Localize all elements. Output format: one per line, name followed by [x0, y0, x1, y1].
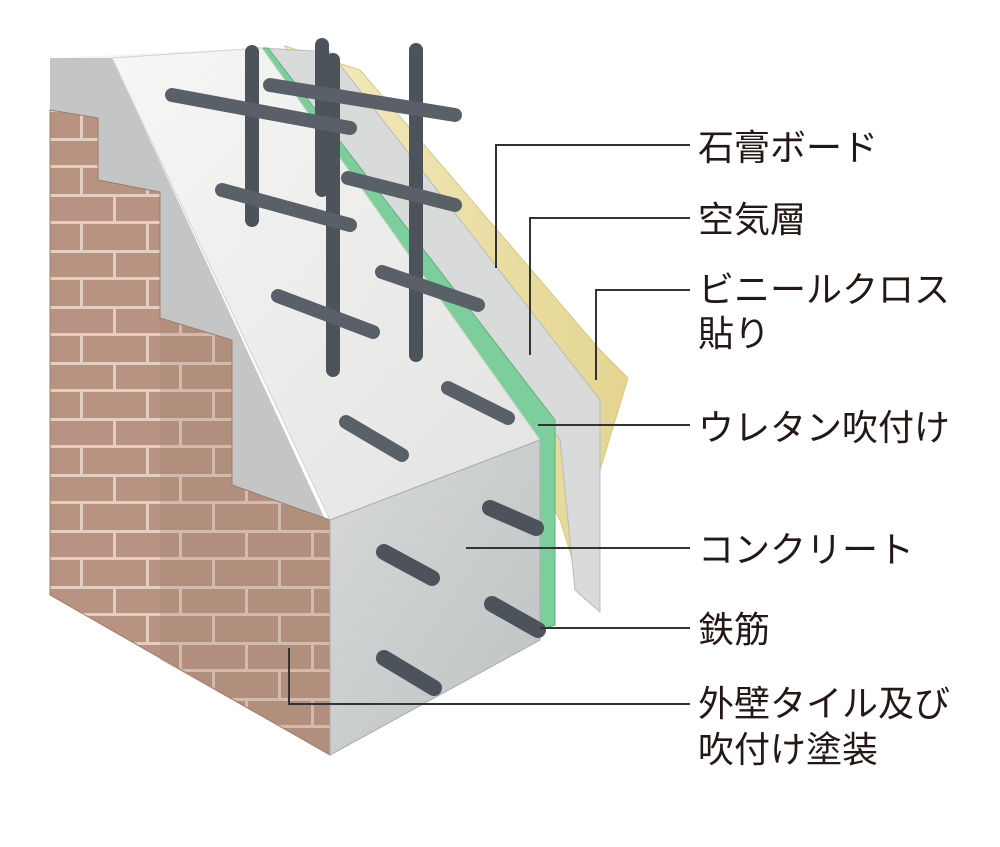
- rebar-section-2: [376, 544, 440, 586]
- gypsum-board-layer: [260, 47, 601, 614]
- rebar-section-3: [484, 596, 546, 638]
- rebar-section-1: [482, 500, 544, 536]
- label-gypsum-board: 石膏ボード: [698, 128, 878, 169]
- rebar-horizontal-2: [263, 78, 462, 122]
- label-air-layer: 空気層: [698, 200, 806, 241]
- rebar-section-4: [376, 650, 442, 696]
- rebar-sections: [376, 500, 546, 696]
- rebar-horizontal-4: [341, 171, 462, 212]
- rebar-horizontal-7: [339, 415, 409, 462]
- leader-gypsum-board: [495, 144, 690, 268]
- label-exterior-line1: 外壁タイル及び: [698, 684, 950, 725]
- rebar-horizontal-1: [165, 88, 357, 135]
- leader-air-layer: [529, 217, 690, 355]
- label-exterior-line2: 吹付け塗装: [698, 730, 878, 771]
- rebar-grid: [165, 38, 515, 462]
- rebar-horizontal-8: [441, 381, 515, 425]
- exterior-tile-wall: [49, 109, 331, 756]
- label-vinyl-cloth-line1: ビニールクロス: [698, 270, 950, 311]
- leader-lines: [288, 144, 690, 705]
- rebar-horizontal-6: [375, 265, 485, 312]
- label-rebar: 鉄筋: [698, 610, 770, 651]
- rebar-horizontal-5: [271, 289, 380, 339]
- tile-wall-shade: [160, 318, 330, 755]
- labels: 石膏ボード 空気層 ビニールクロス 貼り ウレタン吹付け コンクリート 鉄筋 外…: [698, 128, 950, 771]
- label-urethane-spray: ウレタン吹付け: [698, 408, 950, 449]
- concrete-front-face: [329, 439, 541, 756]
- leader-vinyl-cloth: [595, 289, 690, 380]
- leader-exterior: [288, 648, 690, 705]
- label-vinyl-cloth-line2: 貼り: [698, 314, 770, 355]
- rebar-horizontal-3: [215, 183, 357, 232]
- label-concrete: コンクリート: [698, 530, 914, 571]
